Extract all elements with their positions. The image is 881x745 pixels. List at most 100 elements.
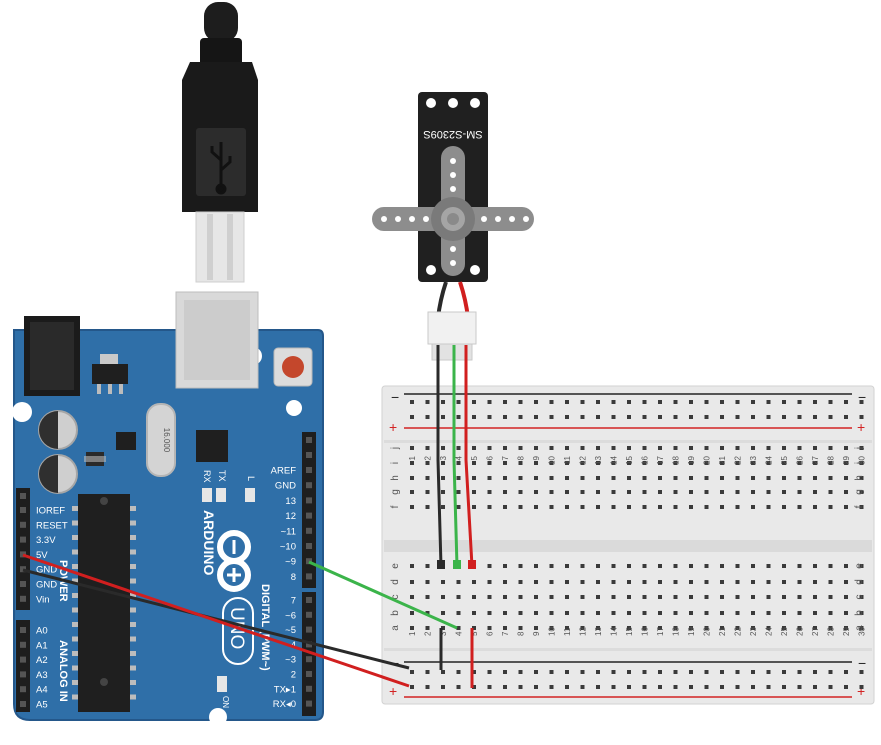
breadboard-hole[interactable]: [751, 415, 755, 419]
breadboard-hole[interactable]: [627, 611, 631, 615]
breadboard-hole[interactable]: [797, 564, 802, 568]
breadboard-hole[interactable]: [534, 415, 538, 419]
breadboard-hole[interactable]: [441, 626, 445, 630]
breadboard-hole[interactable]: [549, 626, 554, 630]
breadboard-hole[interactable]: [766, 400, 771, 404]
breadboard-hole[interactable]: [503, 461, 507, 465]
header-pin-hole[interactable]: [20, 641, 26, 648]
breadboard-hole[interactable]: [813, 564, 817, 568]
breadboard-hole[interactable]: [766, 626, 771, 630]
breadboard-hole[interactable]: [766, 461, 771, 465]
breadboard-hole[interactable]: [766, 595, 771, 599]
breadboard-hole[interactable]: [828, 670, 833, 674]
breadboard-hole[interactable]: [828, 476, 833, 480]
breadboard-hole[interactable]: [844, 476, 848, 480]
breadboard-hole[interactable]: [565, 476, 569, 480]
breadboard-hole[interactable]: [689, 626, 693, 630]
breadboard-hole[interactable]: [456, 505, 461, 509]
breadboard-hole[interactable]: [766, 446, 771, 450]
breadboard-hole[interactable]: [782, 476, 786, 480]
breadboard-hole[interactable]: [580, 580, 585, 584]
breadboard-hole[interactable]: [456, 476, 461, 480]
breadboard-hole[interactable]: [565, 400, 569, 404]
breadboard-hole[interactable]: [627, 685, 631, 689]
breadboard-hole[interactable]: [627, 595, 631, 599]
breadboard-hole[interactable]: [689, 580, 693, 584]
breadboard-hole[interactable]: [704, 461, 709, 465]
breadboard-hole[interactable]: [487, 461, 492, 465]
breadboard-hole[interactable]: [751, 505, 755, 509]
breadboard-hole[interactable]: [472, 415, 476, 419]
breadboard-hole[interactable]: [549, 611, 554, 615]
breadboard-hole[interactable]: [704, 670, 709, 674]
breadboard-hole[interactable]: [410, 415, 414, 419]
breadboard-hole[interactable]: [627, 626, 631, 630]
breadboard-hole[interactable]: [487, 685, 492, 689]
breadboard-hole[interactable]: [565, 595, 569, 599]
breadboard-hole[interactable]: [472, 400, 476, 404]
breadboard-hole[interactable]: [503, 476, 507, 480]
breadboard-hole[interactable]: [410, 595, 414, 599]
breadboard-hole[interactable]: [813, 626, 817, 630]
breadboard-hole[interactable]: [689, 461, 693, 465]
breadboard-holes[interactable]: [410, 400, 864, 689]
breadboard-hole[interactable]: [456, 626, 461, 630]
breadboard-hole[interactable]: [859, 626, 864, 630]
breadboard-hole[interactable]: [658, 415, 662, 419]
breadboard-hole[interactable]: [797, 670, 802, 674]
breadboard-hole[interactable]: [766, 580, 771, 584]
breadboard-hole[interactable]: [441, 490, 445, 494]
breadboard-hole[interactable]: [828, 446, 833, 450]
breadboard-hole[interactable]: [565, 490, 569, 494]
breadboard-hole[interactable]: [658, 564, 662, 568]
breadboard-hole[interactable]: [410, 461, 414, 465]
breadboard-hole[interactable]: [813, 461, 817, 465]
breadboard-hole[interactable]: [844, 564, 848, 568]
breadboard-hole[interactable]: [735, 505, 740, 509]
breadboard-hole[interactable]: [797, 446, 802, 450]
breadboard-hole[interactable]: [425, 400, 430, 404]
header-pin-hole[interactable]: [306, 558, 312, 565]
breadboard-hole[interactable]: [456, 611, 461, 615]
breadboard-hole[interactable]: [704, 400, 709, 404]
breadboard-hole[interactable]: [441, 476, 445, 480]
breadboard-hole[interactable]: [425, 446, 430, 450]
breadboard-hole[interactable]: [549, 670, 554, 674]
wire-servo-ground[interactable]: [436, 345, 445, 569]
breadboard-hole[interactable]: [720, 400, 724, 404]
breadboard-hole[interactable]: [534, 626, 538, 630]
breadboard-hole[interactable]: [518, 685, 523, 689]
breadboard-hole[interactable]: [658, 670, 662, 674]
breadboard-hole[interactable]: [658, 595, 662, 599]
breadboard-hole[interactable]: [549, 685, 554, 689]
header-pin-hole[interactable]: [20, 566, 26, 573]
breadboard-hole[interactable]: [859, 446, 864, 450]
header-pin-hole[interactable]: [306, 467, 312, 473]
breadboard-hole[interactable]: [720, 595, 724, 599]
breadboard-hole[interactable]: [580, 626, 585, 630]
breadboard-hole[interactable]: [518, 564, 523, 568]
breadboard-hole[interactable]: [704, 490, 709, 494]
breadboard-hole[interactable]: [766, 415, 771, 419]
breadboard-hole[interactable]: [472, 595, 476, 599]
breadboard-hole[interactable]: [751, 564, 755, 568]
breadboard-hole[interactable]: [580, 611, 585, 615]
breadboard-hole[interactable]: [441, 580, 445, 584]
breadboard-hole[interactable]: [534, 595, 538, 599]
breadboard-hole[interactable]: [673, 446, 678, 450]
breadboard-hole[interactable]: [565, 461, 569, 465]
breadboard-hole[interactable]: [782, 626, 786, 630]
breadboard-hole[interactable]: [472, 670, 476, 674]
breadboard-hole[interactable]: [565, 564, 569, 568]
breadboard-hole[interactable]: [689, 400, 693, 404]
breadboard-hole[interactable]: [487, 626, 492, 630]
breadboard-hole[interactable]: [844, 446, 848, 450]
top-digital-header[interactable]: [302, 432, 316, 588]
breadboard-hole[interactable]: [580, 564, 585, 568]
breadboard-hole[interactable]: [751, 580, 755, 584]
breadboard-hole[interactable]: [689, 446, 693, 450]
breadboard-hole[interactable]: [518, 580, 523, 584]
breadboard-hole[interactable]: [766, 685, 771, 689]
breadboard-hole[interactable]: [642, 685, 647, 689]
breadboard-hole[interactable]: [766, 490, 771, 494]
